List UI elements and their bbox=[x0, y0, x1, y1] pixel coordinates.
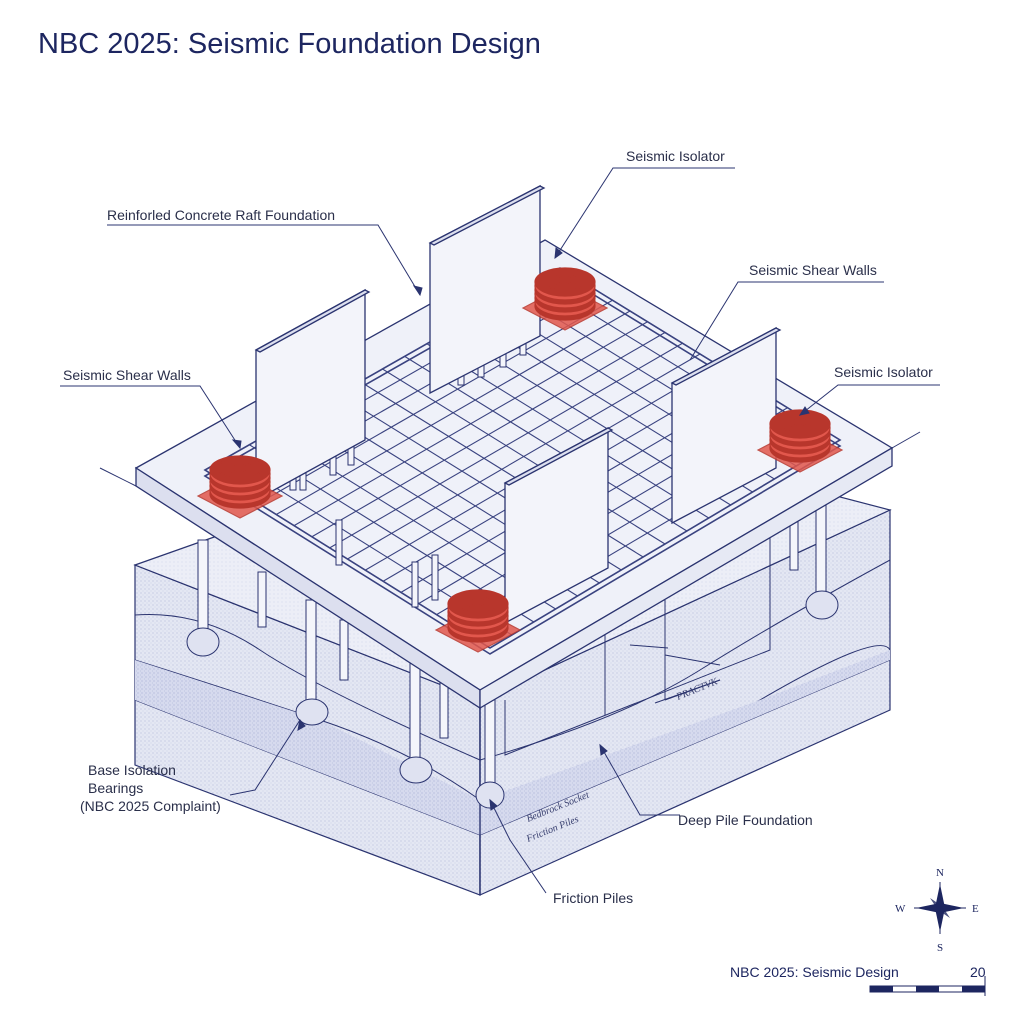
raft-slab bbox=[134, 239, 894, 710]
label-base-isolation-line1: Base Isolation bbox=[88, 762, 176, 778]
compass-e: E bbox=[972, 903, 979, 915]
label-shear-walls-left: Seismic Shear Walls bbox=[63, 367, 191, 383]
footer-number: 20 bbox=[970, 964, 986, 980]
pile-left-2 bbox=[295, 599, 329, 726]
footer-title: NBC 2025: Seismic Design bbox=[730, 964, 899, 980]
scale-bar bbox=[869, 976, 986, 996]
shear-wall-right bbox=[670, 326, 782, 525]
compass-s: S bbox=[937, 942, 943, 954]
seismic-isolators bbox=[196, 267, 844, 653]
label-friction-piles: Friction Piles bbox=[553, 890, 634, 906]
soil-block bbox=[133, 419, 892, 896]
label-seismic-isolator-top: Seismic Isolator bbox=[626, 148, 725, 164]
label-deep-pile-foundation: Deep Pile Foundation bbox=[678, 812, 813, 828]
compass-n: N bbox=[936, 867, 944, 879]
shear-wall-front bbox=[503, 426, 614, 625]
isolator-back bbox=[521, 267, 609, 331]
isolator-front bbox=[434, 589, 522, 653]
isolator-right bbox=[756, 409, 844, 473]
label-raft-foundation: Reinforled Concrete Raft Foundation bbox=[107, 207, 336, 223]
pile-left-1 bbox=[186, 539, 220, 657]
compass-w: W bbox=[895, 903, 906, 915]
label-base-isolation-line3: (NBC 2025 Complaint) bbox=[80, 798, 221, 814]
shear-wall-back bbox=[428, 184, 546, 395]
rebar-line bbox=[404, 355, 688, 532]
slab-right-edge bbox=[479, 446, 893, 710]
leader-lines bbox=[60, 167, 940, 894]
shear-wall-left bbox=[254, 288, 371, 502]
compass-rose-icon: N S E W bbox=[895, 867, 979, 954]
label-seismic-isolator-right: Seismic Isolator bbox=[834, 364, 933, 380]
label-shear-walls-right: Seismic Shear Walls bbox=[749, 262, 877, 278]
label-base-isolation-line2: Bearings bbox=[88, 780, 144, 796]
piles bbox=[186, 494, 839, 809]
page-title: NBC 2025: Seismic Foundation Design bbox=[38, 28, 541, 60]
rebar-line bbox=[347, 353, 701, 560]
shear-walls bbox=[254, 184, 782, 625]
rebar-line bbox=[426, 343, 710, 519]
isolator-left bbox=[196, 455, 284, 519]
